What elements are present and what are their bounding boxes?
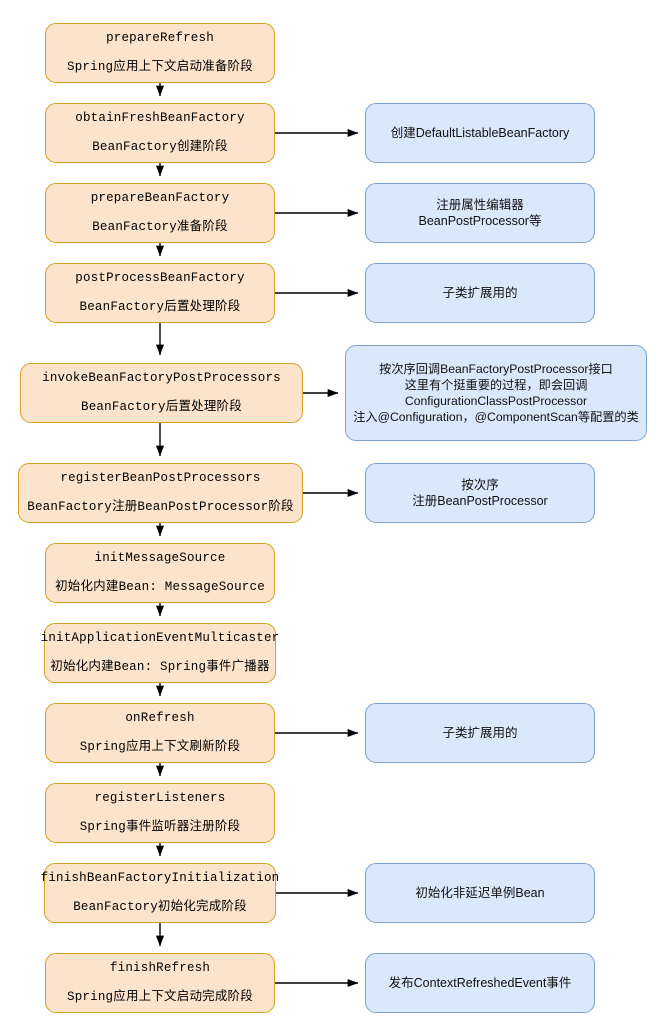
- step-phase: Spring事件监听器注册阶段: [79, 819, 241, 834]
- step-node-prepare-refresh[interactable]: prepareRefresh Spring应用上下文启动准备阶段: [45, 23, 275, 83]
- step-method: obtainFreshBeanFactory: [75, 110, 245, 125]
- note-node-publish-context-refreshed-event[interactable]: 发布ContextRefreshedEvent事件: [365, 953, 595, 1013]
- step-phase: BeanFactory初始化完成阶段: [73, 899, 247, 914]
- step-phase: 初始化内建Bean: MessageSource: [55, 579, 265, 594]
- step-node-register-listeners[interactable]: registerListeners Spring事件监听器注册阶段: [45, 783, 275, 843]
- step-method: onRefresh: [125, 710, 195, 725]
- note-node-create-default-listable-bean-factory[interactable]: 创建DefaultListableBeanFactory: [365, 103, 595, 163]
- step-method: registerListeners: [94, 790, 226, 805]
- step-node-on-refresh[interactable]: onRefresh Spring应用上下文刷新阶段: [45, 703, 275, 763]
- step-method: finishRefresh: [109, 960, 211, 975]
- note-node-bean-factory-post-processor-callback[interactable]: 按次序回调BeanFactoryPostProcessor接口 这里有个挺重要的…: [345, 345, 647, 441]
- step-method: invokeBeanFactoryPostProcessors: [42, 370, 281, 385]
- step-phase: Spring应用上下文启动准备阶段: [67, 59, 253, 74]
- step-phase: Spring应用上下文启动完成阶段: [67, 989, 253, 1004]
- step-method: initApplicationEventMulticaster: [40, 630, 280, 645]
- step-phase: BeanFactory注册BeanPostProcessor阶段: [27, 499, 294, 514]
- step-node-finish-refresh[interactable]: finishRefresh Spring应用上下文启动完成阶段: [45, 953, 275, 1013]
- note-node-init-non-lazy-singleton-beans[interactable]: 初始化非延迟单例Bean: [365, 863, 595, 923]
- step-node-prepare-bean-factory[interactable]: prepareBeanFactory BeanFactory准备阶段: [45, 183, 275, 243]
- note-node-register-bean-post-processor-in-order[interactable]: 按次序 注册BeanPostProcessor: [365, 463, 595, 523]
- note-node-register-property-editors[interactable]: 注册属性编辑器 BeanPostProcessor等: [365, 183, 595, 243]
- step-phase: Spring应用上下文刷新阶段: [79, 739, 241, 754]
- step-node-invoke-bean-factory-post-processors[interactable]: invokeBeanFactoryPostProcessors BeanFact…: [20, 363, 303, 423]
- note-node-subclass-extension-on-refresh[interactable]: 子类扩展用的: [365, 703, 595, 763]
- step-phase: 初始化内建Bean: Spring事件广播器: [50, 659, 270, 674]
- step-method: prepareBeanFactory: [90, 190, 230, 205]
- step-phase: BeanFactory准备阶段: [92, 219, 228, 234]
- step-method: initMessageSource: [94, 550, 226, 565]
- step-method: registerBeanPostProcessors: [60, 470, 261, 485]
- step-node-init-message-source[interactable]: initMessageSource 初始化内建Bean: MessageSour…: [45, 543, 275, 603]
- step-node-finish-bean-factory-initialization[interactable]: finishBeanFactoryInitialization BeanFact…: [41, 863, 279, 923]
- step-method: prepareRefresh: [106, 30, 214, 45]
- step-phase: BeanFactory创建阶段: [92, 139, 228, 154]
- step-node-init-application-event-multicaster[interactable]: initApplicationEventMulticaster 初始化内建Bea…: [41, 623, 279, 683]
- step-method: finishBeanFactoryInitialization: [40, 870, 280, 885]
- step-node-obtain-fresh-bean-factory[interactable]: obtainFreshBeanFactory BeanFactory创建阶段: [45, 103, 275, 163]
- step-node-post-process-bean-factory[interactable]: postProcessBeanFactory BeanFactory后置处理阶段: [45, 263, 275, 323]
- step-method: postProcessBeanFactory: [75, 270, 245, 285]
- step-node-register-bean-post-processors[interactable]: registerBeanPostProcessors BeanFactory注册…: [18, 463, 303, 523]
- step-phase: BeanFactory后置处理阶段: [79, 299, 241, 314]
- step-phase: BeanFactory后置处理阶段: [81, 399, 242, 414]
- note-node-subclass-extension-post-process[interactable]: 子类扩展用的: [365, 263, 595, 323]
